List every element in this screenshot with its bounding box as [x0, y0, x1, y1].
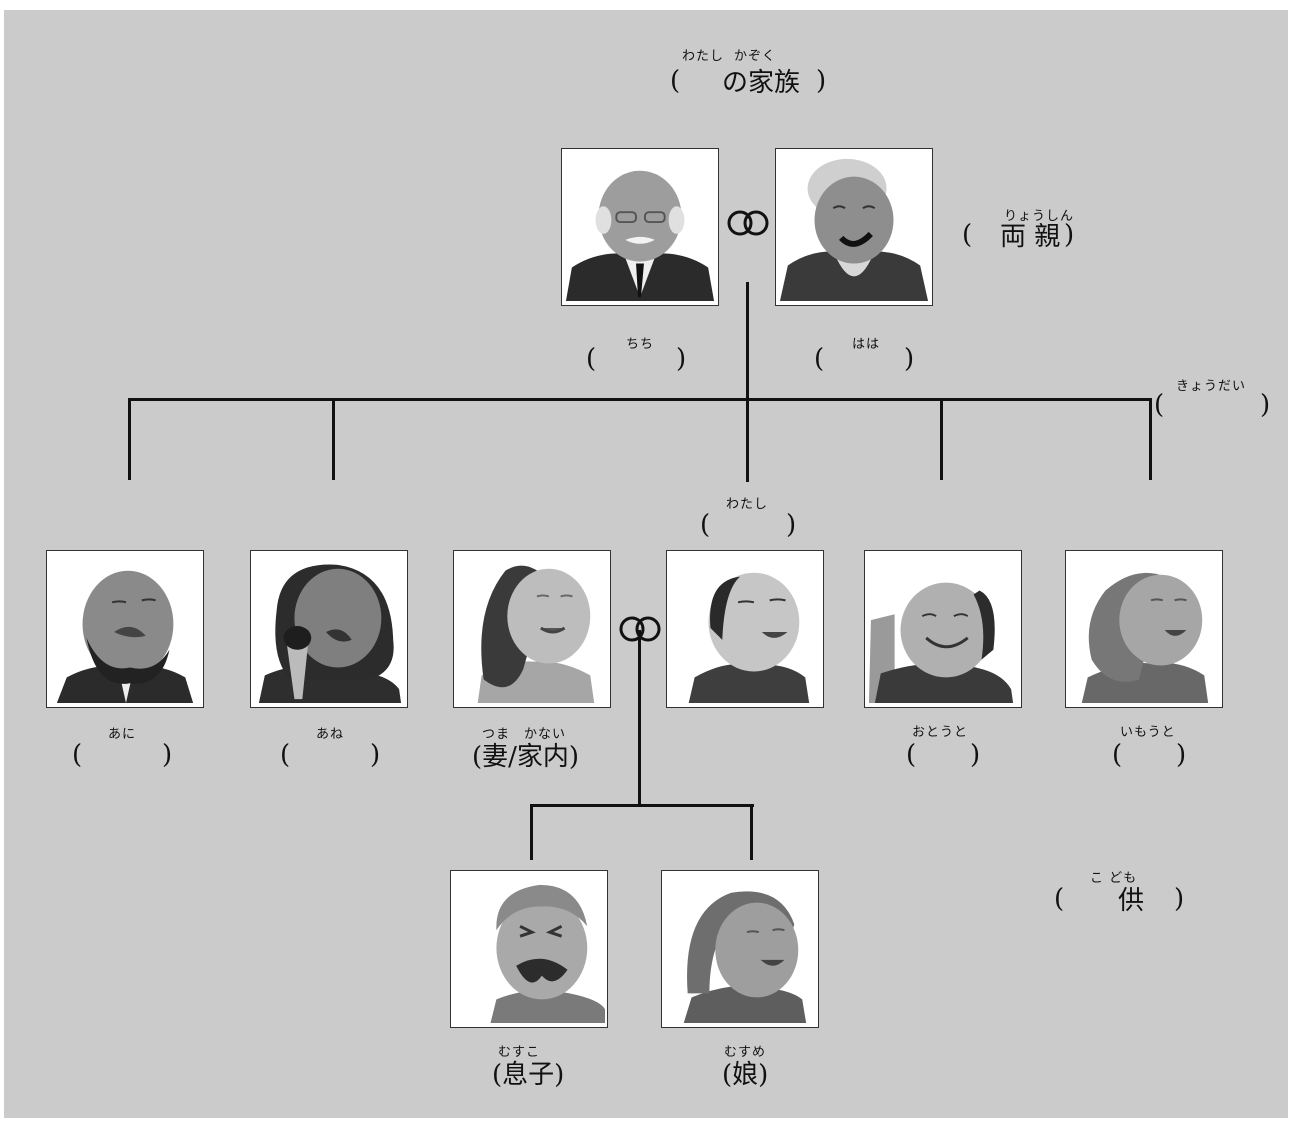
title-open-paren: ( [670, 66, 681, 96]
father-close-paren: ) [676, 344, 687, 374]
father-open-paren: ( [586, 344, 597, 374]
parents-close-paren: ) [1064, 220, 1075, 250]
child-bar-line [530, 804, 754, 807]
younger-brother-portrait [864, 550, 1022, 708]
watashi-close-paren: ) [786, 510, 797, 540]
older-sister-ruby: あね [316, 727, 345, 742]
son-portrait [450, 870, 608, 1028]
title-close-paren: ) [816, 66, 827, 96]
siblings-ruby: きょうだい [1176, 379, 1247, 394]
younger-sister-portrait [1065, 550, 1223, 708]
mother-ruby: はは [852, 337, 881, 352]
mother-portrait [775, 148, 933, 306]
younger-brother-ruby: おとうと [912, 725, 969, 740]
page-title: の家族 [722, 68, 801, 98]
wedding-rings-icon [619, 616, 661, 642]
children-ruby: こ ども [1090, 871, 1138, 886]
younger-brother-open-paren: ( [906, 740, 917, 770]
son-label: (息子) [492, 1060, 565, 1090]
child-drop-line [530, 804, 533, 860]
older-sister-close-paren: ) [370, 740, 381, 770]
mother-close-paren: ) [904, 344, 915, 374]
older-sister-open-paren: ( [280, 740, 291, 770]
parents-ruby: りょうしん [1004, 209, 1075, 224]
title-ruby-kazoku: かぞく [734, 49, 777, 64]
sibling-bar-line [128, 398, 1152, 401]
parents-open-paren: ( [962, 220, 973, 250]
parent-trunk-line [746, 282, 749, 482]
younger-sister-open-paren: ( [1112, 740, 1123, 770]
wife-ruby: つま かない [482, 727, 567, 742]
younger-sister-close-paren: ) [1176, 740, 1187, 770]
sibling-drop-line [940, 398, 943, 480]
daughter-ruby: むすめ [724, 1045, 767, 1060]
wife-portrait [453, 550, 611, 708]
sibling-drop-line [128, 398, 131, 480]
wedding-rings-icon [727, 210, 769, 236]
daughter-label: (娘) [722, 1060, 769, 1090]
parents-label: 両 親 [1000, 222, 1061, 252]
title-ruby-watashi: わたし [682, 49, 725, 64]
son-ruby: むすこ [498, 1045, 541, 1060]
younger-sister-ruby: いもうと [1120, 725, 1176, 740]
watashi-portrait [666, 550, 824, 708]
father-ruby: ちち [626, 337, 655, 352]
child-trunk-line [638, 630, 641, 806]
watashi-ruby: わたし [726, 497, 769, 512]
wife-label: (妻/家内) [472, 742, 580, 772]
watashi-open-paren: ( [700, 510, 711, 540]
child-drop-line [750, 804, 753, 860]
older-brother-ruby: あに [108, 727, 137, 742]
older-brother-portrait [46, 550, 204, 708]
daughter-portrait [661, 870, 819, 1028]
older-brother-open-paren: ( [72, 740, 83, 770]
older-brother-close-paren: ) [162, 740, 173, 770]
children-label: 供 [1118, 886, 1145, 916]
mother-open-paren: ( [814, 344, 825, 374]
children-close-paren: ) [1174, 884, 1185, 914]
younger-brother-close-paren: ) [970, 740, 981, 770]
siblings-open-paren: ( [1154, 390, 1165, 420]
family-tree-diagram: わたし かぞく ( の家族 ) [4, 10, 1288, 1118]
sibling-drop-line [332, 398, 335, 480]
father-portrait [561, 148, 719, 306]
children-open-paren: ( [1054, 884, 1065, 914]
sibling-drop-line [1149, 398, 1152, 480]
siblings-close-paren: ) [1260, 390, 1271, 420]
older-sister-portrait [250, 550, 408, 708]
